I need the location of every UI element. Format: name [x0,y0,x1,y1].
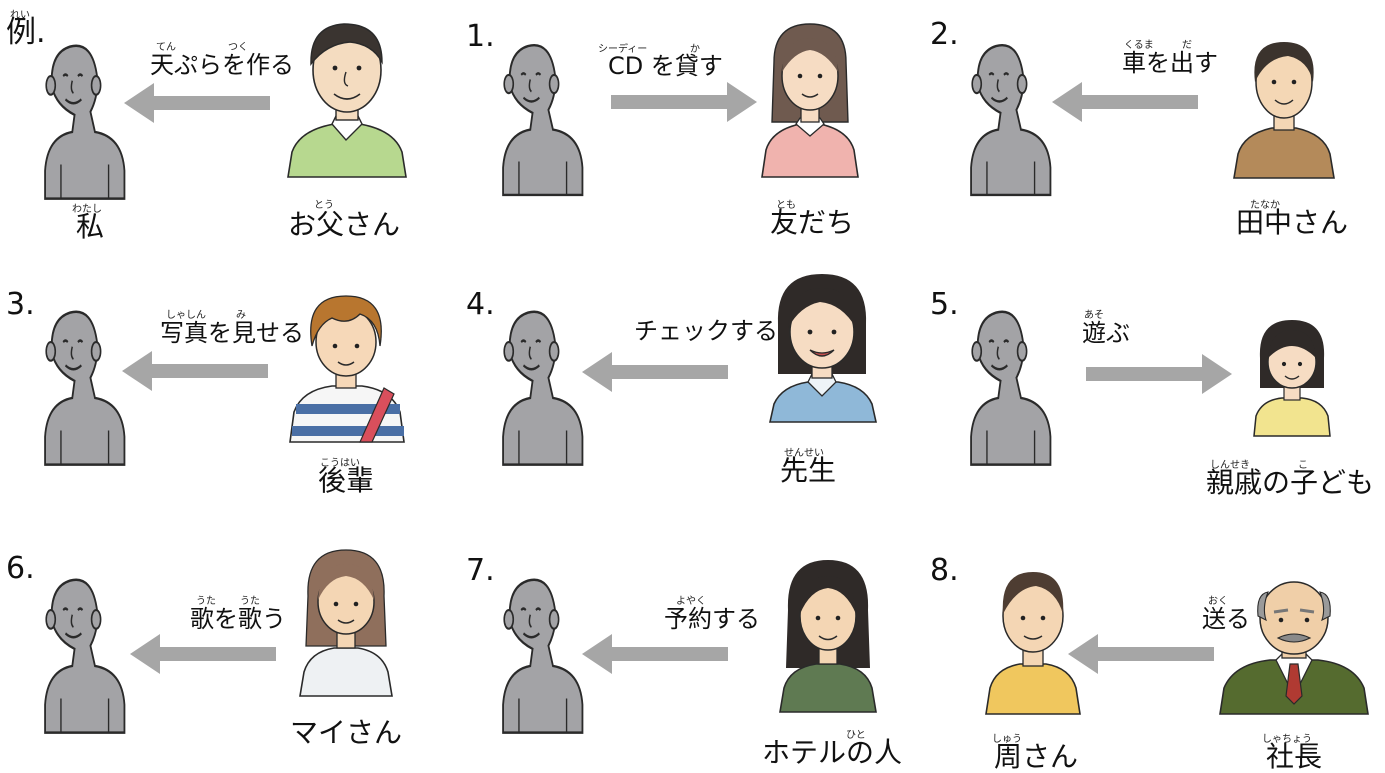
item2-arrow-left [1052,82,1198,122]
item8-action-ruby-1: おく [1208,596,1228,607]
item2-person-name: 田中さん [1236,206,1349,239]
item5-person-ruby-1: しんせき [1210,460,1250,471]
example-receiver-silhouette [43,44,126,200]
item3-person-ruby: こうはい [320,458,360,469]
item6-action-ruby-1: うた [196,596,216,607]
item3-action-ruby-1: しゃしん [166,310,206,321]
item6-action-label: 歌を歌う [190,605,286,633]
item7-action-ruby-1: よやく [676,596,706,607]
item3-number: 3. [6,287,35,322]
item5-action-ruby-1: あそ [1084,310,1104,321]
example-receiver-ruby: わたし [72,204,102,215]
example-number: 例. [6,15,46,50]
example-action-ruby-1: てん [156,42,176,53]
item2-action-label: 車を出す [1122,49,1218,77]
item7-person-name: ホテルの人 [762,736,903,769]
item3-person-name: 後輩 [318,464,375,497]
item4-person-ruby: せんせい [784,448,824,459]
item5-child-figure [1253,320,1331,437]
item4-teacher-figure [769,274,877,423]
example-giver-name: お父さん [288,208,401,241]
item7-hotel-staff-figure [779,560,877,713]
example-receiver-name: 私 [76,210,105,243]
item5-arrow-right [1086,354,1232,394]
item7-person-ruby: ひと [846,730,866,741]
item2-action-ruby-2: だ [1182,40,1192,51]
item4-number: 4. [466,287,495,322]
item5-silhouette [969,310,1052,466]
example-action-label: 天ぷらを作る [150,51,294,79]
item2-person-ruby: たなか [1250,200,1280,211]
item4-silhouette [501,310,584,466]
item3-action-label: 写真を見せる [160,319,304,347]
example-arrow-left [124,83,270,123]
item8-left-person-ruby: しゅう [992,734,1022,745]
item8-left-person-name: 周さん [994,740,1079,773]
item5-action-label: 遊ぶ [1082,319,1130,347]
item8-president-figure [1219,581,1369,715]
item8-right-person-name: 社長 [1266,740,1323,773]
item4-action-label: チェックする [634,317,778,345]
item1-friend-figure [761,23,859,178]
item2-action-ruby-1: くるま [1124,40,1154,51]
item6-person-name: マイさん [290,716,403,749]
item3-action-ruby-2: み [236,310,246,321]
item5-person-ruby-2: こ [1298,460,1308,471]
item1-action-ruby-2: か [690,44,700,55]
item6-number: 6. [6,551,35,586]
item1-arrow-right [611,82,757,122]
item4-arrow-left [582,352,728,392]
item8-number: 8. [930,553,959,588]
example-number-ruby: れい [10,10,30,21]
item5-person-name: 親戚の子ども [1206,466,1375,499]
item3-silhouette [43,310,126,466]
item2-number: 2. [930,17,959,52]
item6-action-ruby-2: うた [240,596,260,607]
item7-number: 7. [466,553,495,588]
item7-action-label: 予約する [664,605,760,633]
item2-tanaka-figure [1233,42,1335,179]
item2-silhouette [969,43,1052,197]
item4-person-name: 先生 [780,454,837,487]
item6-mai-figure [299,549,393,697]
item8-arrow-left [1068,634,1214,674]
item7-arrow-left [582,634,728,674]
item1-person-name: 友だち [770,206,855,239]
item6-silhouette [43,578,126,734]
item1-action-ruby-1: シーディー [598,44,648,55]
item1-action-label: CD を貸す [608,52,723,80]
item7-silhouette [501,578,584,734]
item8-action-label: 送る [1202,605,1250,633]
example-action-ruby-2: つく [228,42,248,53]
example-father-figure [287,23,407,178]
item1-person-ruby: とも [776,200,796,211]
item5-number: 5. [930,287,959,322]
item1-silhouette [501,43,584,197]
example-giver-ruby: とう [314,200,334,211]
item8-right-person-ruby: しゃちょう [1262,734,1312,745]
item1-number: 1. [466,19,495,54]
item6-arrow-left [130,634,276,674]
item3-junior-figure [289,295,405,443]
item3-arrow-left [122,351,268,391]
item8-zhou-figure [985,572,1081,715]
